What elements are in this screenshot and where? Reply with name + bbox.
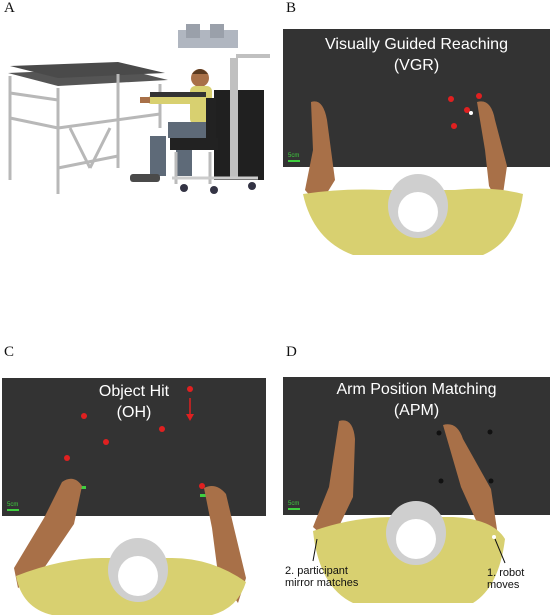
apm-robot-caption: 1. robot moves xyxy=(487,567,547,591)
panel-letter-a: A xyxy=(4,0,15,16)
panel-letter-d: D xyxy=(286,344,297,360)
apm-title: Arm Position Matching (APM) xyxy=(283,379,550,421)
apm-participant-caption-line1: 2. participant xyxy=(285,565,348,577)
vgr-target xyxy=(448,96,454,102)
vgr-title-line2: (VGR) xyxy=(393,57,440,74)
apm-participant xyxy=(283,377,550,615)
vgr-targets-and-arms xyxy=(303,93,523,255)
vgr-participant xyxy=(283,90,550,260)
apm-title-line2: (APM) xyxy=(393,402,440,419)
oh-scale-bar: 5cm xyxy=(7,502,20,511)
apm-target xyxy=(436,430,442,436)
oh-target xyxy=(81,413,87,419)
oh-title-line1: Object Hit xyxy=(98,383,170,400)
oh-target xyxy=(199,483,205,489)
apm-robot-marker xyxy=(492,535,496,539)
apm-participant-caption: 2. participant mirror matches xyxy=(285,565,395,589)
oh-target xyxy=(103,439,109,445)
exoskeleton-rig-drawing xyxy=(8,24,270,194)
apm-targets-and-arms xyxy=(312,420,506,603)
apm-robot-pointer xyxy=(494,538,506,564)
oh-targets-and-arms xyxy=(14,386,246,615)
panel-letter-b: B xyxy=(286,0,297,16)
oh-target xyxy=(187,386,193,392)
apm-robot-caption-line1: 1. robot xyxy=(487,567,525,579)
vgr-target xyxy=(476,93,482,99)
apm-target xyxy=(487,429,493,435)
oh-title: Object Hit (OH) xyxy=(2,381,266,423)
apm-title-line1: Arm Position Matching xyxy=(336,381,497,398)
apm-participant-caption-line2: mirror matches xyxy=(285,577,359,589)
vgr-title-line1: Visually Guided Reaching xyxy=(325,36,508,53)
vgr-scale-bar: 5cm xyxy=(288,153,301,162)
vgr-title: Visually Guided Reaching (VGR) xyxy=(283,34,550,76)
apm-robot-caption-line2: moves xyxy=(487,579,520,591)
oh-target xyxy=(159,426,165,432)
apm-scale-bar: 5cm xyxy=(288,501,301,510)
panel-letter-c: C xyxy=(4,344,15,360)
oh-target xyxy=(64,455,70,461)
apm-participant-pointer xyxy=(312,538,318,562)
vgr-hand-cursor xyxy=(469,111,473,115)
kinarm-robot-illustration xyxy=(0,18,270,198)
oh-title-line2: (OH) xyxy=(116,404,152,421)
vgr-target xyxy=(451,123,457,129)
apm-target xyxy=(488,478,494,484)
apm-target xyxy=(438,478,444,484)
vgr-target xyxy=(464,107,470,113)
oh-participant xyxy=(2,378,266,615)
